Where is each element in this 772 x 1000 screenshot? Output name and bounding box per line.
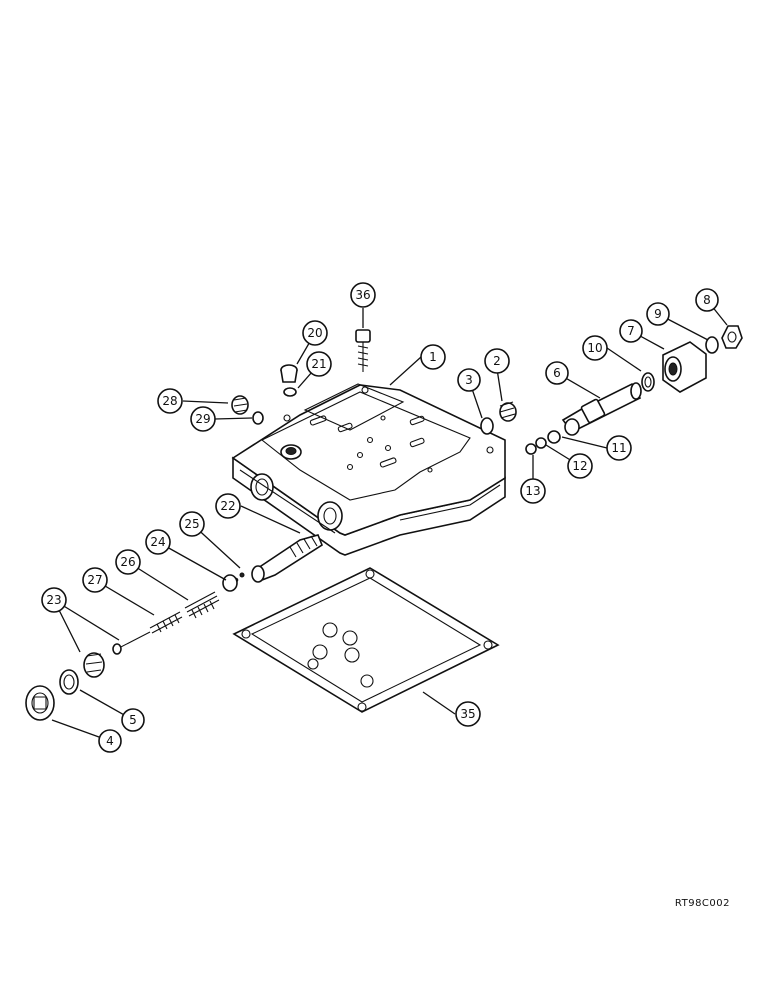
callout-24: 24	[145, 529, 171, 555]
callout-2: 2	[484, 348, 510, 374]
svg-text:6: 6	[553, 366, 561, 380]
callout-25: 25	[179, 511, 205, 537]
callout-26: 26	[115, 549, 141, 575]
callout-27: 27	[82, 567, 108, 593]
svg-text:8: 8	[703, 293, 711, 307]
callout-36: 36	[350, 282, 376, 308]
svg-text:26: 26	[120, 555, 135, 569]
svg-text:21: 21	[311, 357, 326, 371]
svg-text:2: 2	[493, 354, 501, 368]
svg-text:24: 24	[150, 535, 165, 549]
svg-text:13: 13	[525, 484, 540, 498]
callout-22: 22	[215, 493, 241, 519]
svg-text:20: 20	[307, 326, 322, 340]
callout-5: 5	[121, 708, 145, 732]
svg-text:1: 1	[429, 350, 437, 364]
svg-text:10: 10	[587, 341, 602, 355]
gasket	[232, 567, 500, 713]
callout-3: 3	[457, 368, 481, 392]
callout-6: 6	[545, 361, 569, 385]
callout-10: 10	[582, 335, 608, 361]
callout-8: 8	[695, 288, 719, 312]
svg-text:28: 28	[162, 394, 177, 408]
svg-text:22: 22	[220, 499, 235, 513]
svg-text:27: 27	[87, 573, 102, 587]
callout-4: 4	[98, 729, 122, 753]
figure-reference-code: RT98C002	[674, 898, 730, 909]
callout-23: 23	[41, 587, 67, 613]
plugs-and-screw	[231, 329, 371, 425]
callout-21: 21	[306, 351, 332, 377]
callout-13: 13	[520, 478, 546, 504]
spool-assembly	[25, 534, 323, 721]
svg-text:29: 29	[195, 412, 210, 426]
solenoid-assembly	[480, 325, 743, 455]
callout-9: 9	[646, 302, 670, 326]
callout-1: 1	[420, 344, 446, 370]
svg-text:4: 4	[106, 734, 114, 748]
svg-text:3: 3	[465, 373, 473, 387]
callout-7: 7	[619, 319, 643, 343]
svg-text:5: 5	[129, 713, 137, 727]
svg-text:23: 23	[46, 593, 61, 607]
callout-35: 35	[455, 701, 481, 727]
svg-text:9: 9	[654, 307, 662, 321]
callout-28: 28	[157, 388, 183, 414]
svg-text:7: 7	[627, 324, 635, 338]
callout-20: 20	[302, 320, 328, 346]
svg-text:25: 25	[184, 517, 199, 531]
svg-text:11: 11	[611, 441, 626, 455]
callout-12: 12	[567, 453, 593, 479]
callout-29: 29	[190, 406, 216, 432]
svg-text:12: 12	[572, 459, 587, 473]
valve-body	[231, 383, 506, 556]
svg-text:35: 35	[460, 707, 475, 721]
callout-11: 11	[606, 435, 632, 461]
svg-text:36: 36	[355, 288, 370, 302]
